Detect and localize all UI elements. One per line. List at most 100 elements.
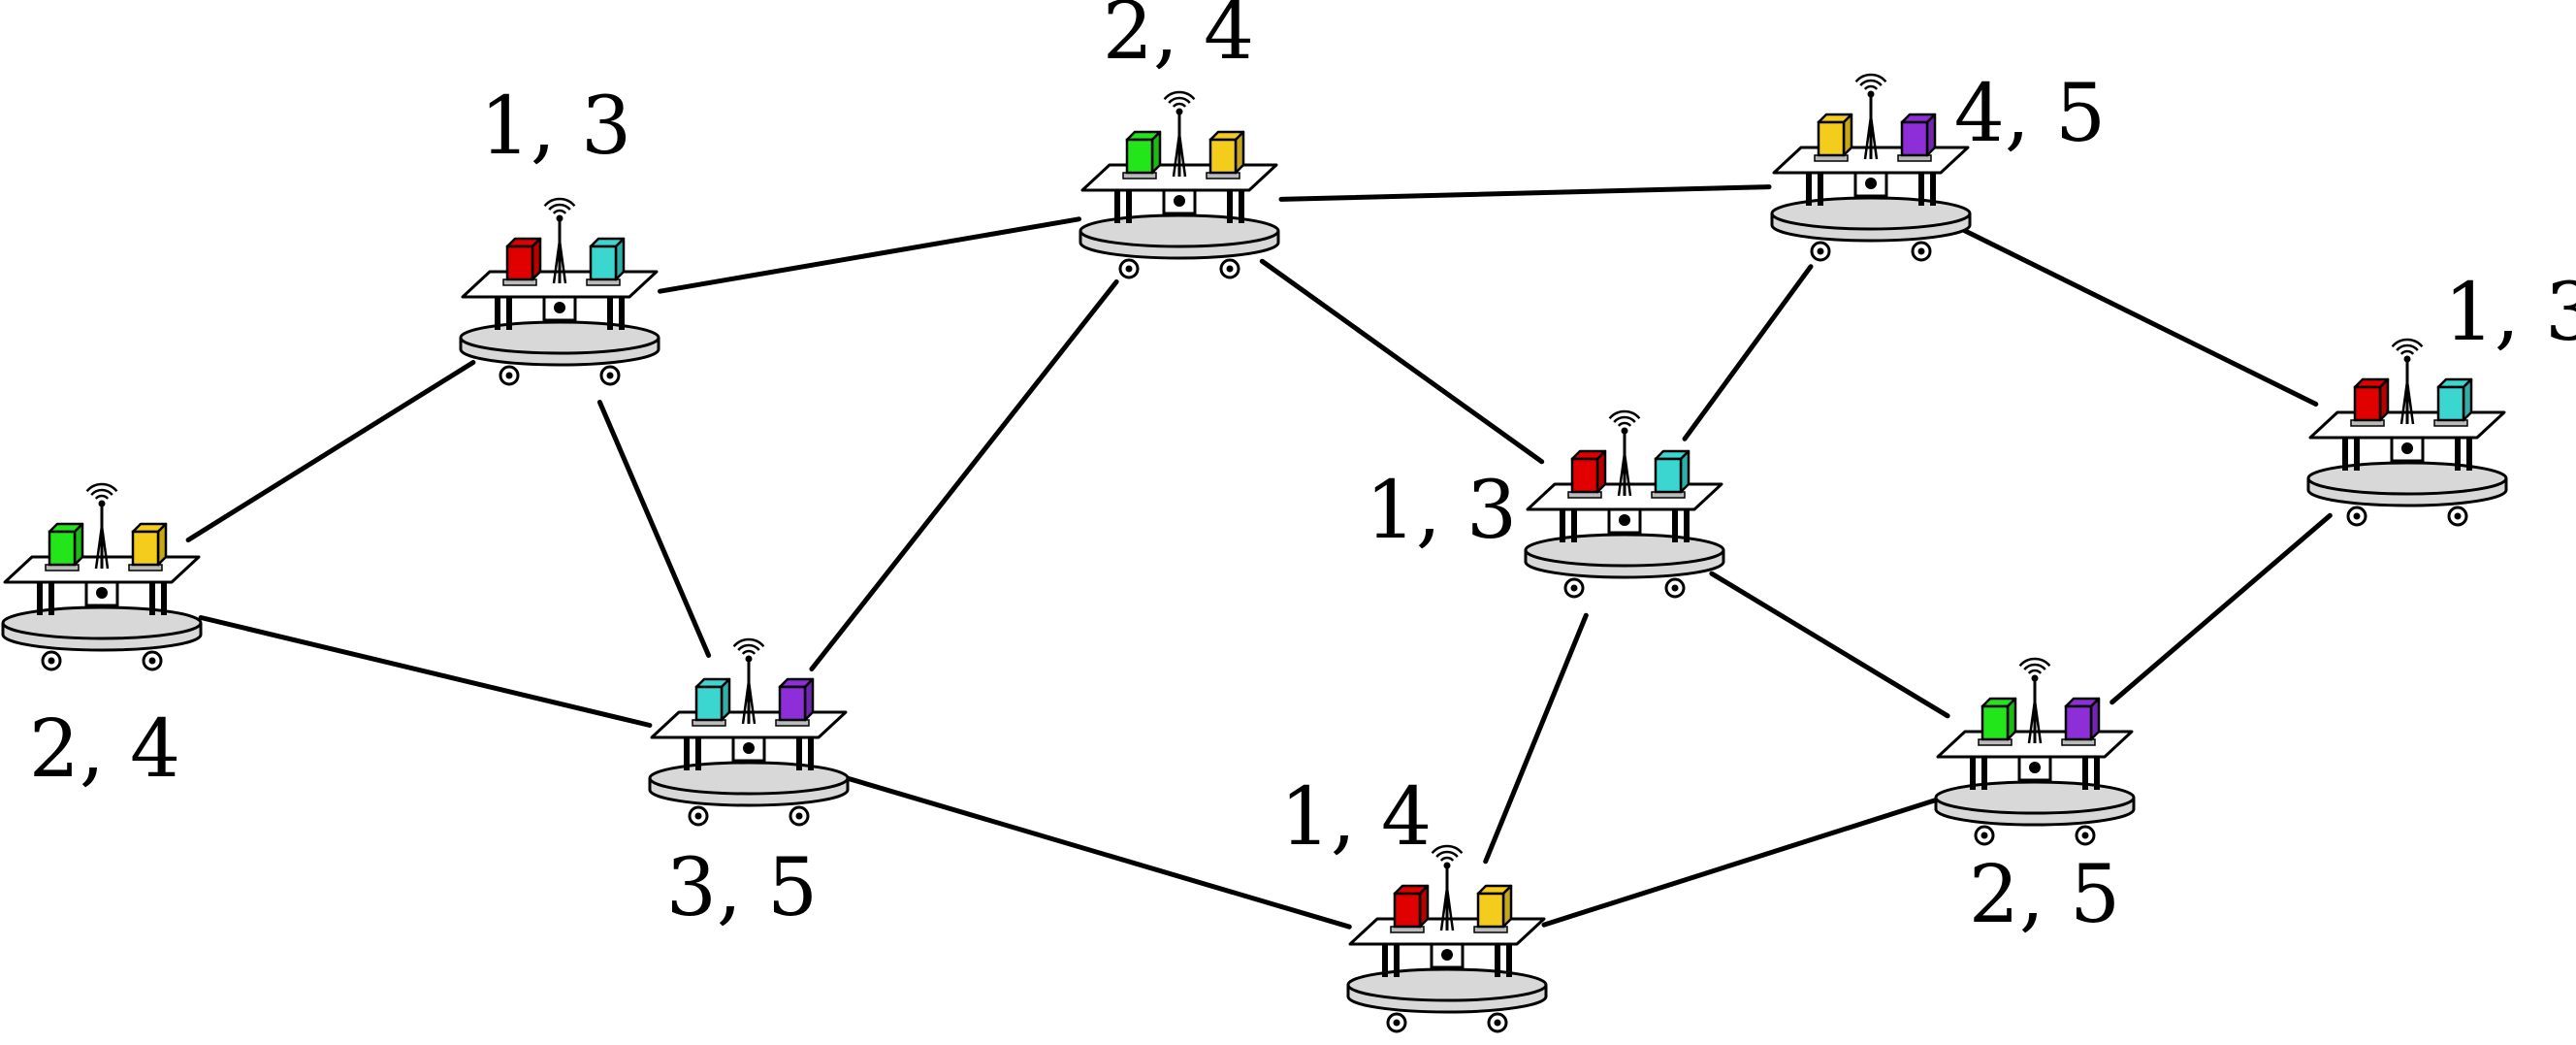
robot-base-top [1, 605, 203, 640]
antenna-tip [2031, 674, 2039, 682]
cargo-item-5 [1900, 113, 1937, 157]
sensor-lens-icon [96, 587, 108, 599]
cargo-item-3 [589, 237, 626, 281]
edge-r2-r3 [658, 216, 1081, 294]
robot-base-top [1346, 967, 1548, 1002]
wheel-hub [694, 812, 702, 820]
edge-r3-r4 [1278, 184, 1772, 202]
robot-base-top [1770, 196, 1972, 231]
robot-leg [1394, 940, 1400, 977]
wheel-hub [2081, 832, 2089, 839]
robot-leg [1930, 169, 1936, 206]
labels-layer: 2, 4 1, 3 2, 4 4, 5 1, 3 1, 3 3, 5 1, 4 … [29, 0, 2576, 941]
antenna-strut [1869, 115, 1879, 160]
wheel-hub [1570, 584, 1578, 592]
edge-r3-r6 [1259, 258, 1545, 465]
wifi-signal-icon [1431, 844, 1464, 855]
robot-r1 [1, 482, 203, 671]
wifi-signal-icon [552, 209, 567, 214]
wifi-signal-icon [1168, 96, 1191, 104]
robot-leg [684, 734, 690, 770]
edge-r1-r7 [198, 615, 653, 728]
wifi-signal-icon [1854, 73, 1887, 83]
robot-leg [1981, 753, 1987, 790]
robot-leg [2354, 434, 2360, 471]
wifi-signal-icon [90, 488, 113, 496]
robot-leg [48, 578, 54, 615]
wheel-hub [2353, 512, 2361, 520]
cargo-item-1 [2353, 377, 2390, 422]
robot-leg [695, 734, 701, 770]
sensor-lens-icon [1619, 514, 1630, 526]
robot-leg [1918, 169, 1924, 206]
wheel-hub [1917, 247, 1925, 255]
wheel-hub [606, 372, 614, 379]
robot-leg [506, 293, 512, 330]
wifi-signal-icon [94, 494, 110, 500]
robot-base-top [648, 761, 850, 796]
robot-leg [149, 578, 155, 615]
edge-r6-r8 [1483, 612, 1589, 865]
robot-leg [2455, 434, 2461, 471]
edge-r9-r5 [2109, 512, 2333, 705]
wheel-hub [2454, 512, 2462, 520]
antenna-strut [94, 525, 104, 570]
wifi-signal-icon [85, 482, 118, 493]
robot-leg [37, 578, 43, 615]
wheel-hub [1817, 247, 1824, 255]
antenna-strut [552, 240, 562, 284]
robot-leg [161, 578, 167, 615]
antenna-strut [558, 240, 567, 284]
robot-leg [796, 734, 802, 770]
robot-leg [1239, 186, 1244, 223]
robot-leg [1114, 186, 1120, 223]
robot-leg [495, 293, 500, 330]
wifi-signal-icon [2018, 657, 2051, 668]
cargo-item-4 [1476, 884, 1513, 929]
wifi-signal-icon [1172, 102, 1187, 108]
cargo-item-1 [1570, 449, 1607, 494]
robot-leg [607, 293, 613, 330]
wifi-signal-icon [2391, 338, 2424, 348]
antenna-tip [1867, 90, 1875, 98]
wheel-hub [1980, 832, 1988, 839]
wifi-signal-icon [2399, 349, 2415, 355]
wifi-signal-icon [2027, 669, 2043, 674]
antenna-strut [2405, 380, 2415, 425]
robot-leg [2082, 753, 2088, 790]
sensor-lens-icon [1174, 195, 1185, 207]
robot-leg [1382, 940, 1388, 977]
sensor-lens-icon [554, 302, 565, 313]
wheel-hub [148, 657, 156, 665]
robot-label-r6: 1, 3 [1366, 465, 1517, 557]
robot-base-top [1524, 533, 1725, 568]
robot-label-r3: 2, 4 [1103, 0, 1254, 78]
sensor-lens-icon [743, 742, 755, 754]
antenna-strut [741, 680, 751, 725]
robot-leg [1495, 940, 1500, 977]
robot-leg [808, 734, 814, 770]
robot-base-top [1934, 780, 2136, 815]
robot-leg [1806, 169, 1812, 206]
robot-r7 [648, 637, 850, 827]
edges-layer [185, 184, 2333, 930]
wifi-signal-icon [2396, 343, 2419, 351]
robot-label-r8: 1, 4 [1280, 771, 1432, 864]
robot-leg [2466, 434, 2472, 471]
robot-base-top [2306, 461, 2508, 496]
cargo-item-4 [131, 522, 168, 567]
cargo-item-4 [1817, 113, 1853, 157]
robot-r5 [2306, 338, 2508, 527]
antenna-tip [2403, 355, 2411, 363]
antenna-strut [747, 680, 757, 725]
robot-label-r4: 4, 5 [1954, 68, 2106, 160]
wifi-signal-icon [1863, 84, 1879, 90]
antenna-strut [2033, 700, 2043, 744]
robot-r2 [459, 197, 660, 386]
robot-label-r2: 1, 3 [480, 81, 631, 173]
robot-leg [1126, 186, 1132, 223]
edge-r8-r9 [1541, 797, 1941, 928]
antenna-strut [1617, 452, 1626, 497]
robot-leg [619, 293, 625, 330]
